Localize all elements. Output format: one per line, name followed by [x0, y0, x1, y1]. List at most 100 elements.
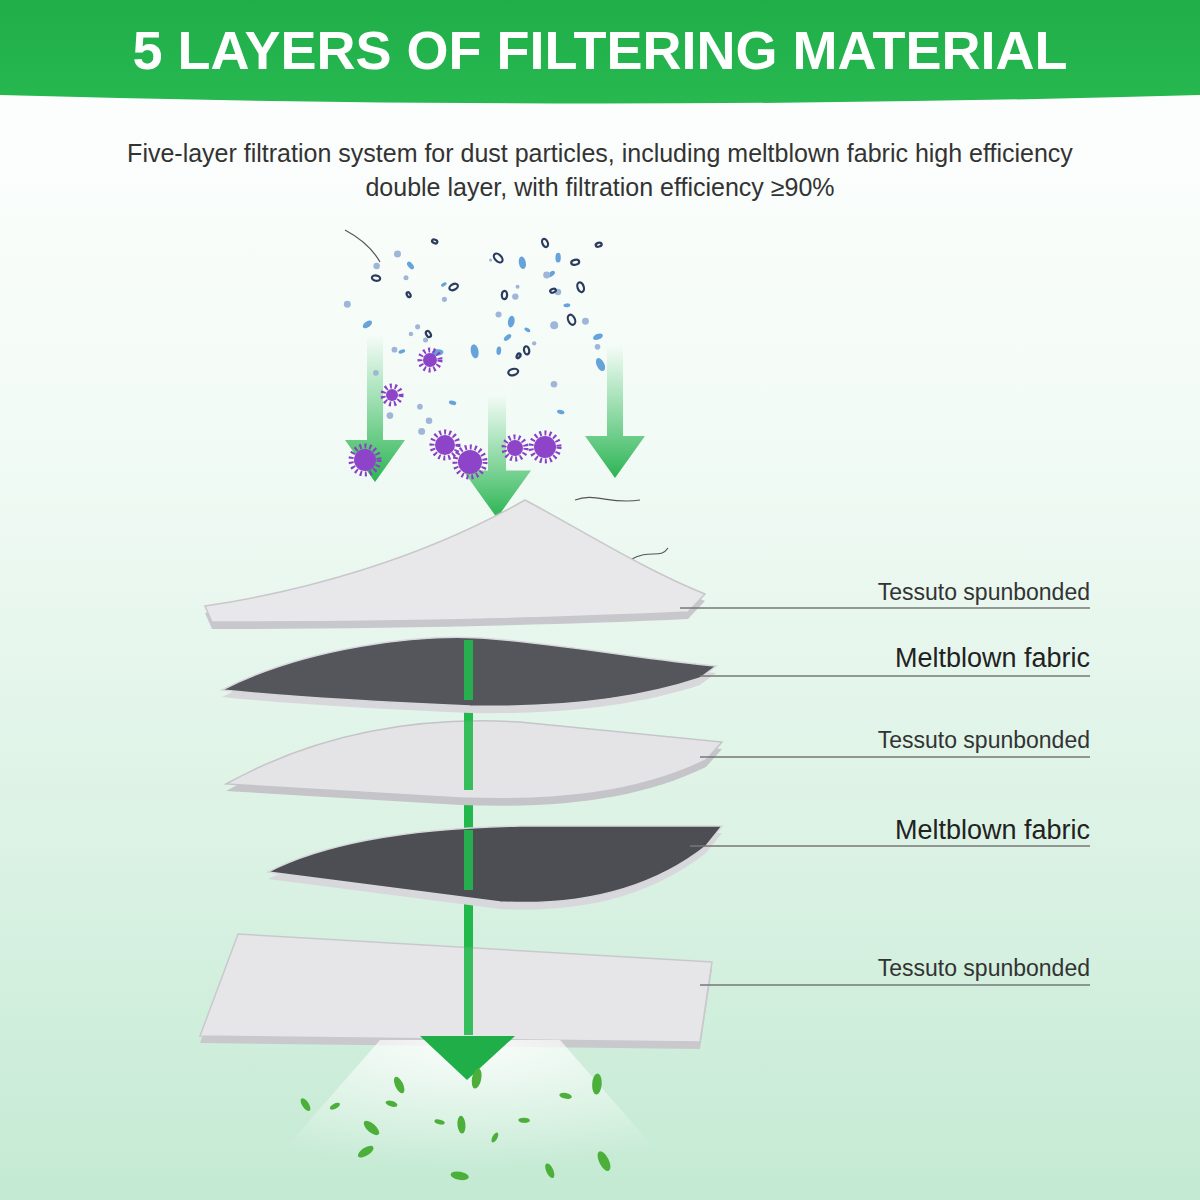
leader-line — [680, 607, 1090, 608]
leaf — [591, 1073, 602, 1095]
spunbond-layer — [205, 500, 705, 622]
header-band — [0, 0, 1200, 104]
leaf — [385, 1099, 398, 1108]
dust-particle — [551, 381, 558, 388]
virus-spikes — [455, 447, 485, 477]
leaf — [559, 1092, 573, 1100]
leaf — [434, 1118, 445, 1125]
dust-particle — [448, 282, 459, 291]
fibre — [630, 548, 668, 560]
leaf — [543, 1162, 556, 1179]
dust-particle — [440, 281, 447, 287]
dust-particle — [563, 303, 570, 307]
leaf — [361, 1118, 381, 1137]
dust-particle — [431, 239, 438, 244]
flow-bar-segments — [464, 640, 473, 1035]
dust-particle — [398, 349, 406, 355]
leaf — [356, 1144, 375, 1160]
flow-arrow — [585, 345, 645, 478]
dust-particle — [373, 370, 379, 376]
flow-bar-segment — [464, 640, 473, 700]
dust-particle — [592, 332, 604, 341]
dust-particle — [502, 291, 508, 300]
virus-spikes — [383, 386, 401, 404]
outflow-arrow — [420, 1036, 515, 1080]
leader-lines — [680, 608, 1090, 985]
dust-particle — [518, 256, 527, 270]
dust-particle — [550, 321, 558, 329]
virus-particle — [507, 440, 523, 456]
virus-particle — [458, 450, 482, 474]
layer-label: Tessuto spunbonded — [878, 727, 1090, 755]
dust-particle — [415, 324, 420, 329]
dust-particles — [344, 238, 607, 477]
dust-particle — [442, 297, 447, 302]
dust-particle — [532, 341, 536, 345]
dust-particle — [425, 330, 432, 338]
dust-particle — [426, 418, 433, 425]
virus-spikes — [420, 350, 440, 370]
fibre — [575, 497, 640, 501]
dust-particle — [541, 238, 549, 248]
flow-bar-segment — [464, 935, 473, 1035]
leader-line — [700, 756, 1090, 757]
dust-particle — [582, 318, 589, 325]
meltblown-layer — [222, 637, 716, 706]
leader-line — [700, 984, 1090, 985]
leader-line — [690, 845, 1090, 846]
dust-particle — [523, 346, 530, 355]
dust-particle — [489, 258, 492, 261]
dust-particle — [423, 337, 428, 342]
dust-particle — [524, 327, 531, 333]
virus-particle — [354, 449, 376, 471]
dust-particle — [418, 428, 425, 435]
subtitle-text: Five-layer filtration system for dust pa… — [100, 136, 1100, 204]
leaf — [518, 1117, 530, 1123]
flow-arrow — [345, 335, 405, 482]
flow-bar-segment — [464, 830, 473, 890]
dust-particle — [516, 285, 520, 289]
dust-particle — [555, 253, 561, 263]
dust-particle — [344, 301, 351, 308]
filter-layers — [200, 500, 722, 1049]
dust-particle — [448, 400, 456, 406]
virus-spikes — [504, 437, 526, 459]
leaf — [490, 1132, 500, 1144]
dust-particle — [595, 242, 602, 248]
virus-particle — [423, 353, 437, 367]
leaf — [470, 1068, 483, 1090]
dust-particle — [417, 404, 423, 410]
dust-particle — [576, 282, 585, 293]
dust-particle — [373, 263, 380, 270]
dust-particle — [507, 315, 515, 328]
dust-particle — [361, 319, 373, 330]
spunbond-layer — [200, 934, 712, 1042]
spunbond-layer — [226, 721, 722, 799]
layer-label: Meltblown fabric — [895, 642, 1090, 674]
dust-particle — [406, 292, 412, 298]
dust-particle — [371, 275, 380, 282]
leaf — [392, 1075, 407, 1094]
dust-particle — [403, 275, 408, 280]
dust-particle — [543, 271, 550, 278]
virus-spikes — [432, 432, 458, 458]
flow-bar-segment — [464, 718, 473, 790]
leaves — [299, 1068, 613, 1182]
dust-particle — [516, 352, 522, 358]
virus-spikes — [351, 446, 379, 474]
layer-label: Meltblown fabric — [895, 814, 1090, 846]
dust-particle — [512, 293, 518, 299]
virus-particle — [386, 389, 398, 401]
dust-particle — [406, 261, 415, 271]
leaf — [329, 1101, 341, 1111]
dust-particle — [595, 344, 601, 350]
dust-particle — [394, 251, 401, 258]
leaf — [457, 1115, 466, 1133]
meltblown-layer — [268, 826, 722, 903]
leaf — [299, 1097, 313, 1113]
flow-arrows — [345, 335, 645, 518]
dust-particle — [495, 312, 501, 318]
layer-label: Tessuto spunbonded — [878, 579, 1090, 607]
dust-particle — [566, 314, 576, 326]
